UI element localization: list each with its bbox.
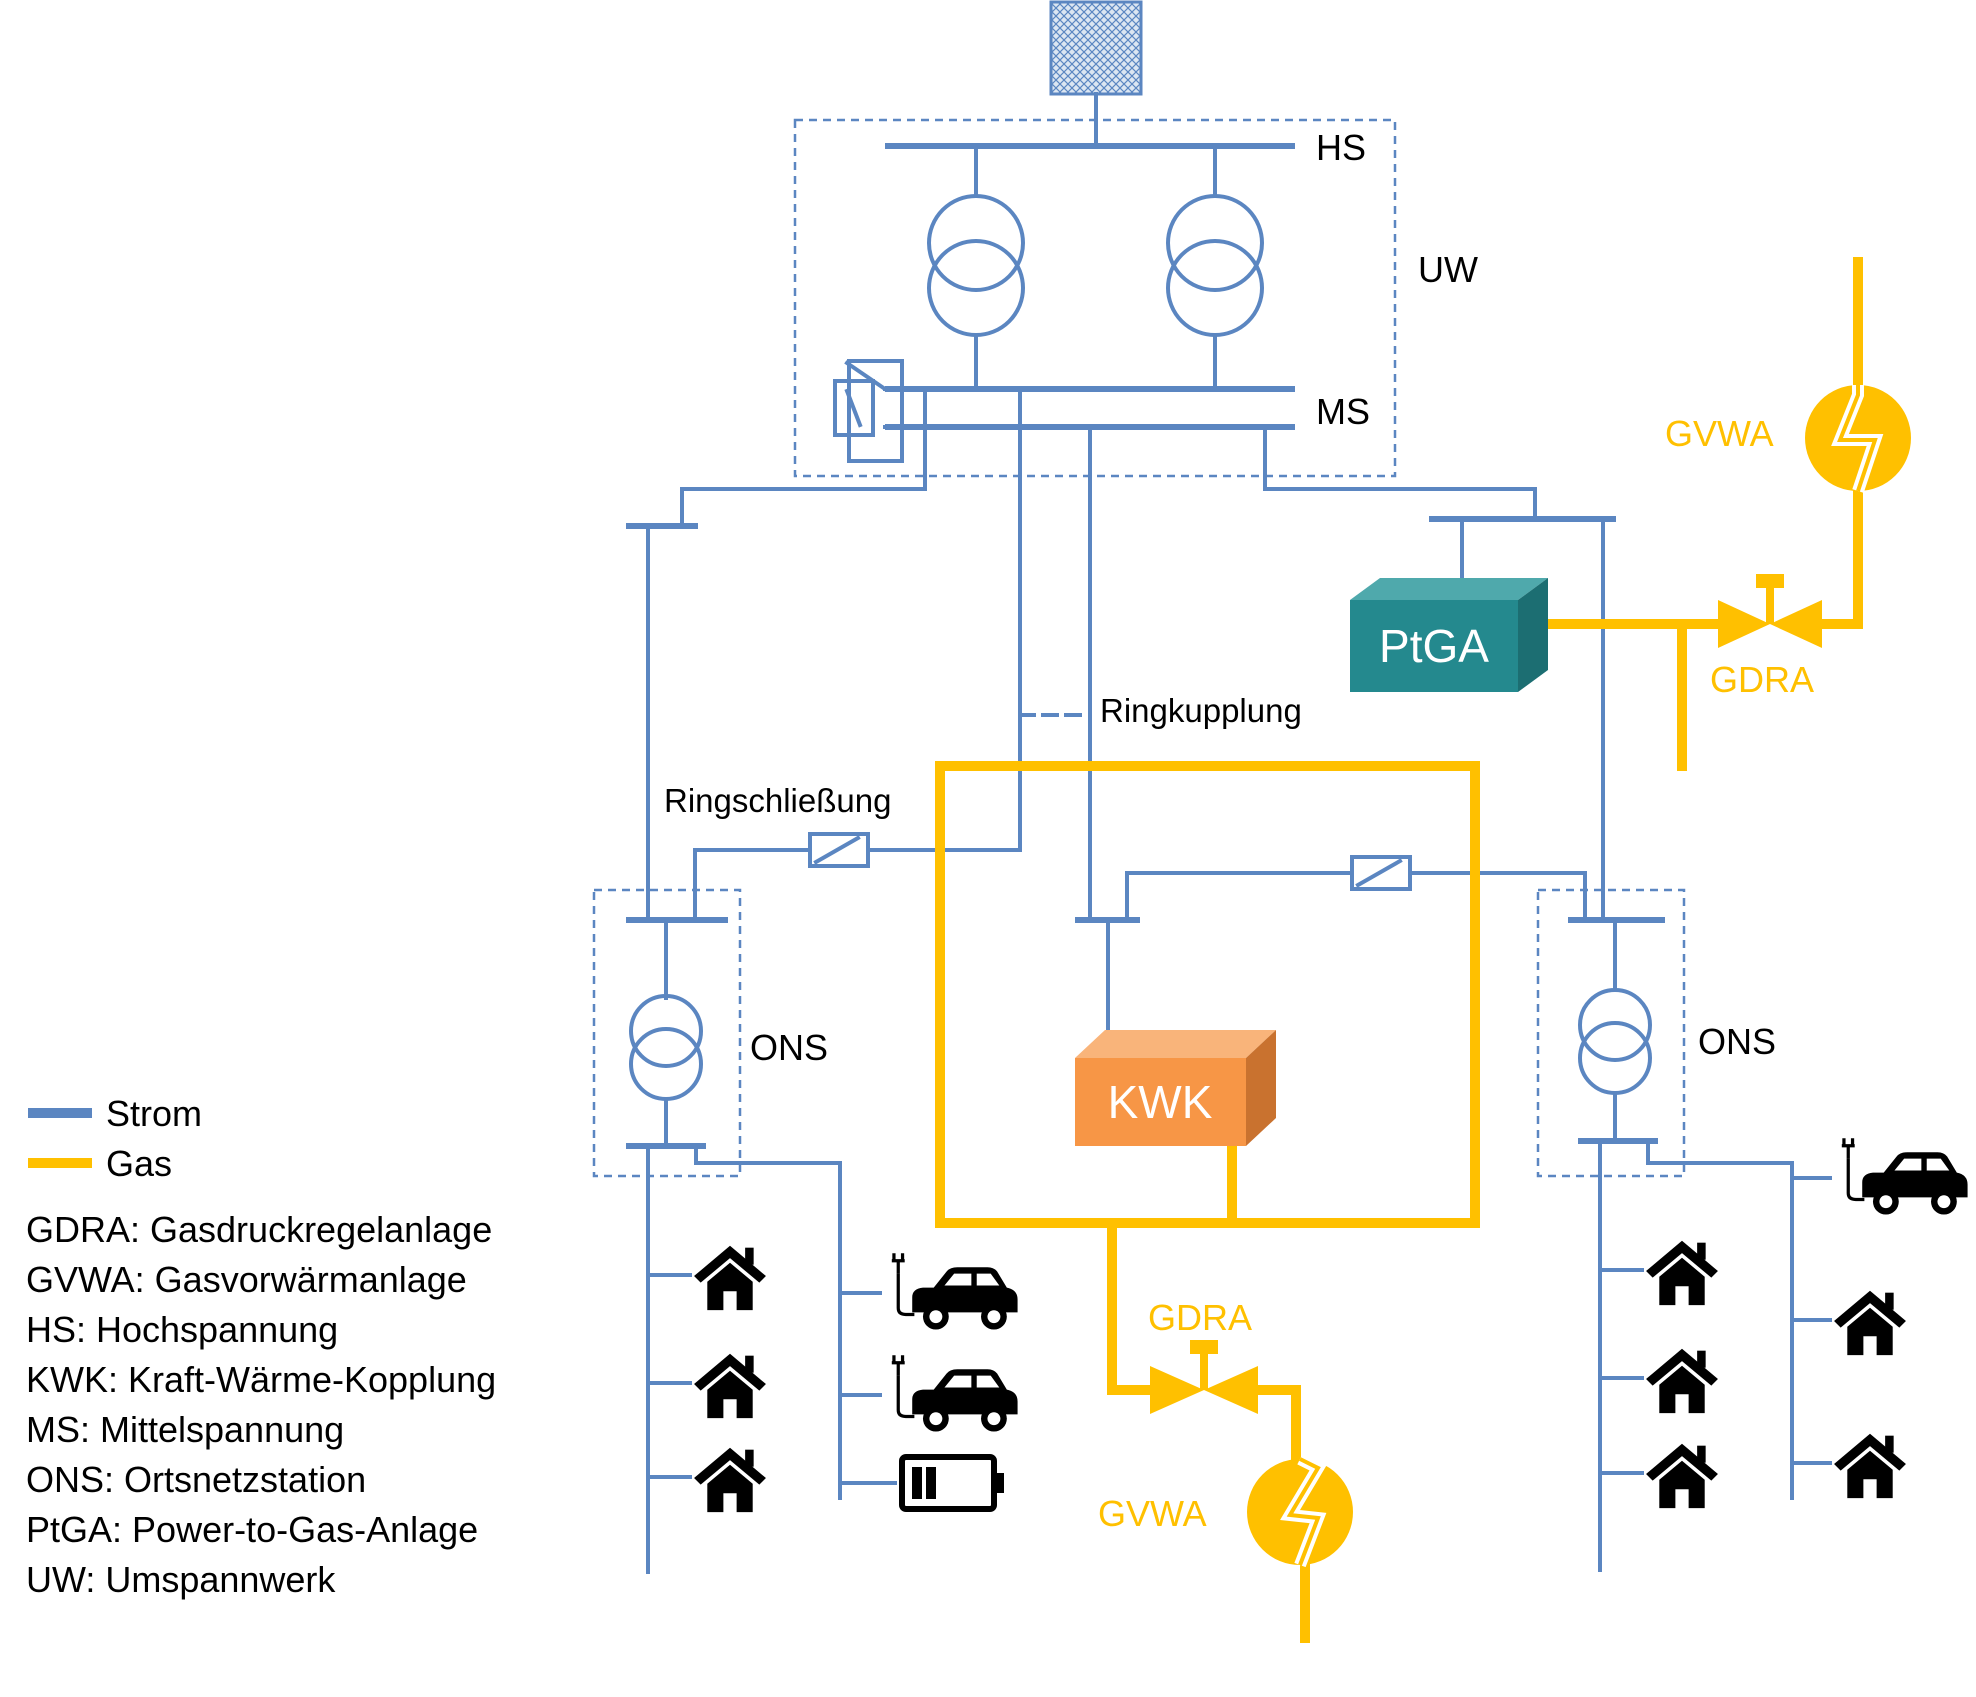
- valve-icon: [1150, 1340, 1258, 1414]
- uw-substation-box: [793, 118, 1397, 478]
- abbreviation-gdra: GDRA: Gasdruckregelanlage: [26, 1209, 492, 1250]
- gvwa-bottom-label: GVWA: [1098, 1493, 1207, 1534]
- abbreviation-ons: ONS: Ortsnetzstation: [26, 1459, 366, 1500]
- abbreviation-ms: MS: Mittelspannung: [26, 1409, 344, 1450]
- ons-right-box: [1536, 888, 1686, 1178]
- battery-icon: [902, 1457, 1004, 1509]
- legend-label-gas: Gas: [106, 1143, 172, 1184]
- transformer-icon: [1578, 988, 1652, 1095]
- house-icon: [694, 1245, 766, 1311]
- kwk-label: KWK: [1108, 1076, 1213, 1128]
- abbreviation-kwk: KWK: Kraft-Wärme-Kopplung: [26, 1359, 496, 1400]
- abbreviation-gvwa: GVWA: Gasvorwärmanlage: [26, 1259, 467, 1300]
- gas-preheater-icon: [1805, 385, 1911, 493]
- abbreviation-hs: HS: Hochspannung: [26, 1309, 338, 1350]
- electric-car-icon: [890, 1251, 1020, 1332]
- gdra-bottom-label: GDRA: [1148, 1297, 1252, 1338]
- house-icon: [1834, 1433, 1906, 1499]
- house-icon: [1646, 1443, 1718, 1509]
- gas-network: [935, 257, 1863, 1643]
- house-icon: [1834, 1290, 1906, 1356]
- strom-network: [626, 92, 1832, 1574]
- ms-label: MS: [1316, 391, 1370, 432]
- transformer-icon: [629, 994, 703, 1101]
- bus-coupler-icon: [847, 359, 904, 463]
- ringkupplung-label: Ringkupplung: [1100, 692, 1302, 729]
- gvwa-top-label: GVWA: [1665, 413, 1774, 454]
- house-icon: [1646, 1348, 1718, 1414]
- ptga-label: PtGA: [1379, 620, 1489, 672]
- transformer-icon: [1166, 194, 1264, 337]
- gdra-top-label: GDRA: [1710, 659, 1814, 700]
- valve-icon: [1718, 574, 1822, 648]
- transformer-icon: [927, 194, 1025, 337]
- ringschliessung-label: Ringschließung: [664, 782, 891, 819]
- gas-preheater-icon: [1247, 1453, 1353, 1568]
- uw-label: UW: [1418, 249, 1478, 290]
- house-icon: [694, 1447, 766, 1513]
- ptga-box: PtGA: [1350, 578, 1548, 692]
- ons-left-box: [592, 888, 742, 1178]
- ons-right-label: ONS: [1698, 1021, 1776, 1062]
- house-icon: [1646, 1240, 1718, 1306]
- electric-car-icon: [1840, 1136, 1970, 1217]
- abbreviation-ptga: PtGA: Power-to-Gas-Anlage: [26, 1509, 478, 1550]
- legend: Strom Gas GDRA: Gasdruckregelanlage GVWA…: [26, 1093, 496, 1600]
- electric-car-icon: [890, 1353, 1020, 1434]
- legend-label-strom: Strom: [106, 1093, 202, 1134]
- kwk-box: KWK: [1075, 1030, 1276, 1146]
- abbreviation-uw: UW: Umspannwerk: [26, 1559, 336, 1600]
- ons-left-label: ONS: [750, 1027, 828, 1068]
- switch-icon: [833, 379, 875, 437]
- hs-label: HS: [1316, 127, 1366, 168]
- external-grid-icon: [1049, 0, 1143, 96]
- house-icon: [694, 1353, 766, 1419]
